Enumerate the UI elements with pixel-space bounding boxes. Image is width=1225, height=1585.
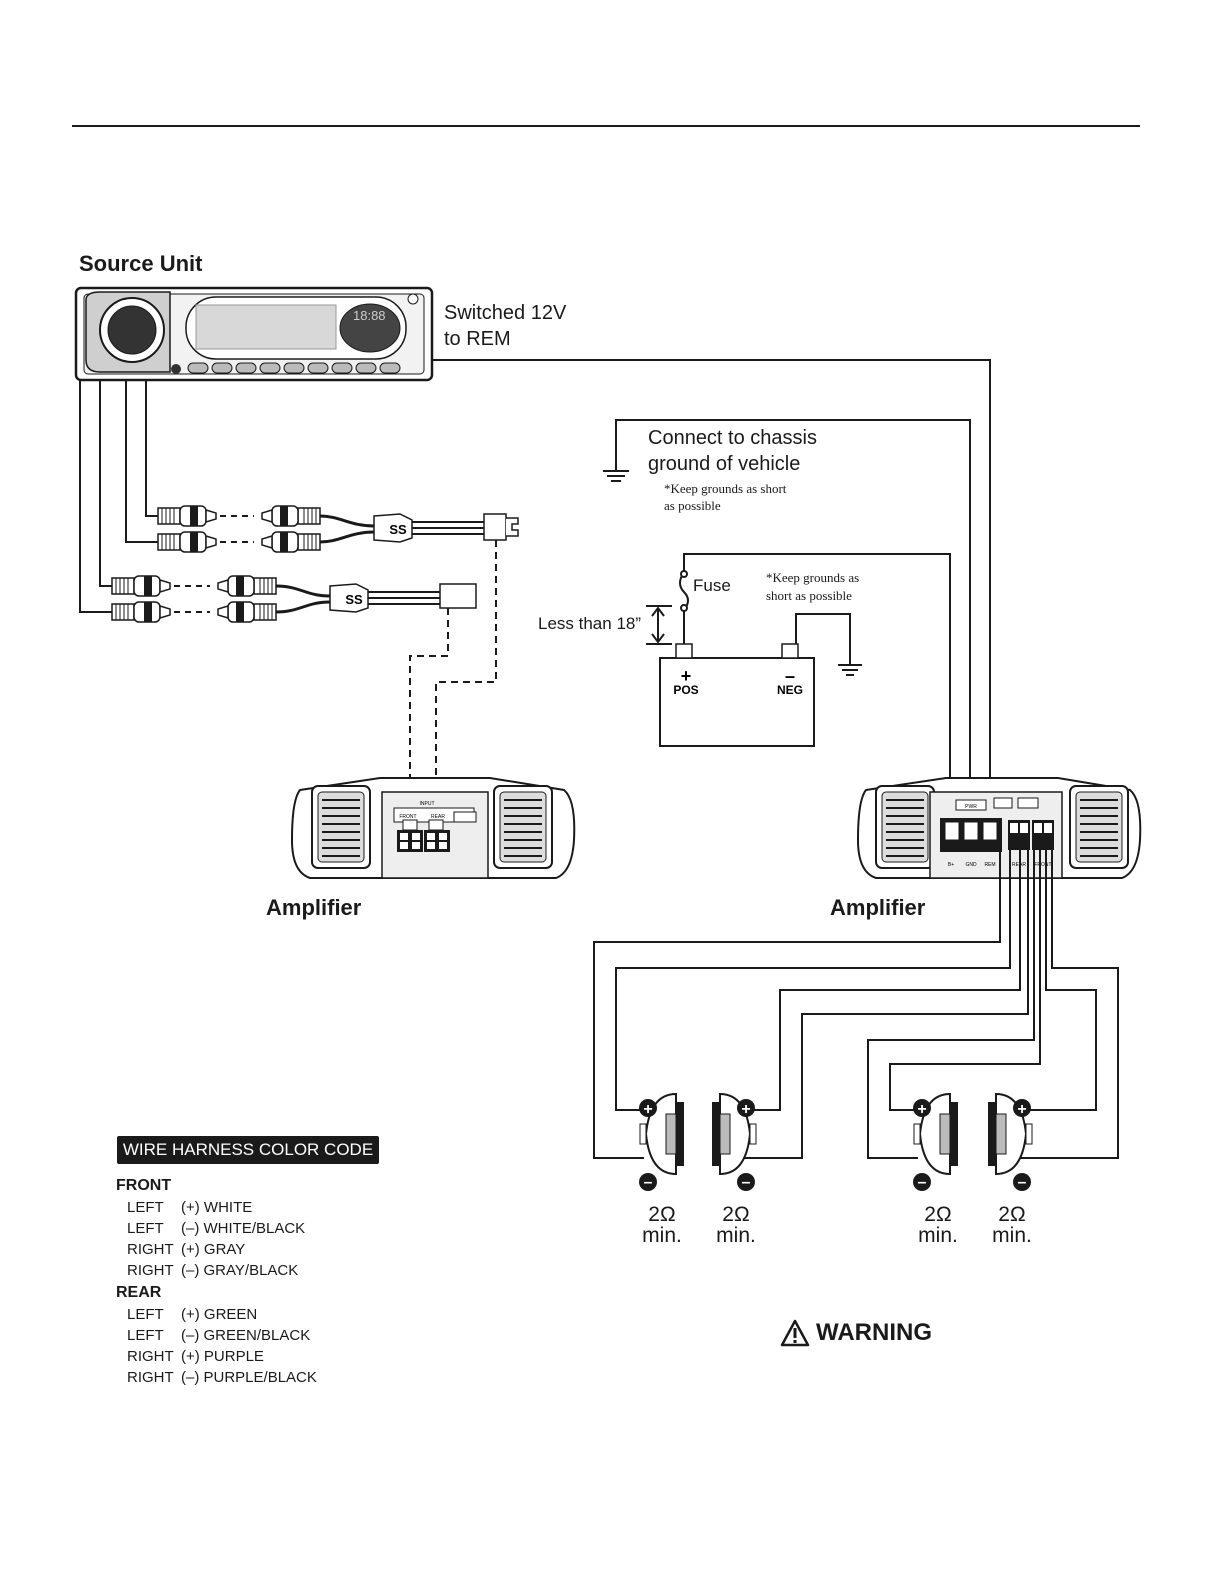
chassis-ground	[603, 419, 971, 824]
battery: + POS – NEG	[659, 643, 815, 747]
svg-text:SS: SS	[389, 522, 407, 537]
legend-group-rear: REAR	[116, 1284, 162, 1301]
svg-text:–: –	[918, 1174, 927, 1191]
legend-row: RIGHT(+) GRAY	[127, 1241, 246, 1258]
warning-label: WARNING	[816, 1319, 932, 1346]
pos-label: POS	[673, 683, 698, 697]
legend-row: LEFT(+) WHITE	[127, 1199, 253, 1216]
svg-text:+: +	[643, 1101, 652, 1118]
rem-label-line2: to REM	[444, 328, 511, 350]
rear-rca-connectors: SS	[111, 575, 477, 623]
distance-label: Less than 18”	[538, 614, 642, 633]
svg-text:–: –	[742, 1174, 751, 1191]
speaker-wires	[593, 848, 1119, 1159]
svg-text:+: +	[741, 1101, 750, 1118]
svg-text:–: –	[644, 1174, 653, 1191]
neg-symbol: –	[785, 666, 795, 686]
speaker-3: + –	[913, 1093, 959, 1191]
ground-note-line2: as possible	[664, 498, 721, 513]
amplifier-input: INPUT FRONT REAR	[290, 777, 576, 879]
amplifier-1-label: Amplifier	[266, 895, 362, 920]
legend-row: LEFT(+) GREEN	[127, 1306, 258, 1323]
battery-note-line2: short as possible	[766, 588, 852, 603]
neg-label: NEG	[777, 683, 803, 697]
ground-label-line1: Connect to chassis	[648, 427, 817, 449]
svg-text:+: +	[1017, 1101, 1026, 1118]
rem-label-line1: Switched 12V	[444, 302, 567, 324]
ground-note-line1: *Keep grounds as short	[664, 481, 787, 496]
battery-note-line1: *Keep grounds as	[766, 570, 860, 585]
battery-power-wire	[646, 553, 951, 824]
legend-header: WIRE HARNESS COLOR CODE	[117, 1136, 379, 1164]
amp2-bplus-label: B+	[948, 862, 954, 868]
amp1-rear-label: REAR	[431, 814, 445, 820]
display-time: 18:88	[353, 308, 386, 323]
warning-icon	[780, 1319, 810, 1347]
amp1-input-title: INPUT	[420, 801, 435, 807]
amp2-front-label: FRONT	[1034, 862, 1051, 868]
rem-wire	[432, 359, 991, 824]
svg-text:+: +	[917, 1101, 926, 1118]
legend-group-front: FRONT	[116, 1177, 172, 1194]
svg-text:–: –	[1018, 1174, 1027, 1191]
svg-text:SS: SS	[345, 592, 363, 607]
warning-notice: WARNING	[780, 1319, 932, 1347]
speaker-2: + –	[711, 1093, 757, 1191]
input-harness-dashed	[409, 540, 497, 820]
source-unit-title: Source Unit	[79, 251, 203, 276]
ground-label-line2: ground of vehicle	[648, 453, 801, 475]
fuse-label: Fuse	[693, 576, 731, 595]
amp2-power-title: PWR	[965, 804, 977, 810]
legend-row: RIGHT(+) PURPLE	[127, 1348, 264, 1365]
amp1-front-label: FRONT	[399, 814, 416, 820]
speaker-1: + –	[639, 1093, 685, 1191]
legend-row: RIGHT(–) GRAY/BLACK	[127, 1262, 299, 1279]
amp2-rem-label: REM	[984, 862, 995, 868]
source-unit-device: 18:88	[74, 286, 434, 382]
front-rca-connectors: SS	[157, 505, 519, 553]
legend-row: RIGHT(–) PURPLE/BLACK	[127, 1369, 317, 1386]
amplifier-output: PWR B+ GND REM REAR FRONT	[856, 777, 1142, 879]
pos-symbol: +	[681, 666, 692, 686]
legend-row: LEFT(–) GREEN/BLACK	[127, 1327, 311, 1344]
amplifier-2-label: Amplifier	[830, 895, 926, 920]
speaker-4: + –	[987, 1093, 1033, 1191]
rca-wires	[79, 380, 160, 613]
legend-row: LEFT(–) WHITE/BLACK	[127, 1220, 306, 1237]
amp2-gnd-label: GND	[965, 862, 977, 868]
